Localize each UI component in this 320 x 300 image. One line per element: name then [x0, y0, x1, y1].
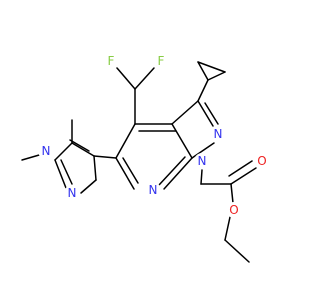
bonds [21, 61, 257, 263]
bond [54, 142, 73, 161]
bond [197, 79, 209, 102]
bond [71, 142, 95, 157]
bond [158, 156, 186, 186]
atom-label-F2: F [158, 54, 165, 68]
atom-label-O-ester: O [229, 203, 238, 217]
bond [54, 159, 67, 189]
bond [171, 100, 199, 125]
atom-label-N-pz-bottom: N [68, 186, 77, 200]
atom-label-N-pz-methyl: N [42, 144, 51, 158]
atom-label-bg [38, 143, 54, 159]
atom-labels: F F N N N N N O O [38, 53, 270, 218]
atom-label-N-pyridine: N [149, 183, 158, 197]
atom-label-bg [145, 182, 161, 198]
bond [69, 139, 90, 152]
bond [134, 67, 155, 90]
bond [207, 71, 226, 81]
bond [197, 61, 226, 73]
bond [171, 123, 193, 159]
bond [116, 67, 136, 90]
bond [115, 157, 135, 190]
molecule-structure: F F N N N N N O O [21, 53, 270, 263]
bond [224, 216, 231, 241]
bond [122, 157, 139, 184]
bond [93, 155, 97, 181]
bond [163, 157, 193, 190]
atom-label-bg [210, 126, 226, 142]
bond [197, 61, 209, 81]
bond [228, 160, 253, 177]
molecule-canvas: F F N N N N N O O [21, 53, 270, 263]
atom-label-bg [64, 185, 80, 201]
atom-label-N1: N [198, 154, 207, 168]
bond [230, 183, 234, 204]
bond [230, 167, 257, 185]
atom-label-bg [153, 53, 169, 69]
atom-label-N2: N [214, 127, 223, 141]
atom-label-bg [103, 53, 119, 69]
atom-label-F1: F [108, 54, 115, 68]
bond [200, 169, 203, 185]
atom-label-bg [194, 153, 210, 169]
bond [115, 123, 136, 159]
atom-label-O-carbonyl: O [257, 154, 266, 168]
atom-label-bg [254, 153, 270, 169]
bond [224, 239, 250, 263]
bond [93, 155, 117, 159]
bond [204, 102, 219, 125]
atom-label-bg [226, 202, 242, 218]
bond [80, 179, 97, 194]
bond [60, 159, 73, 185]
bond [197, 100, 214, 127]
bond [191, 142, 215, 159]
